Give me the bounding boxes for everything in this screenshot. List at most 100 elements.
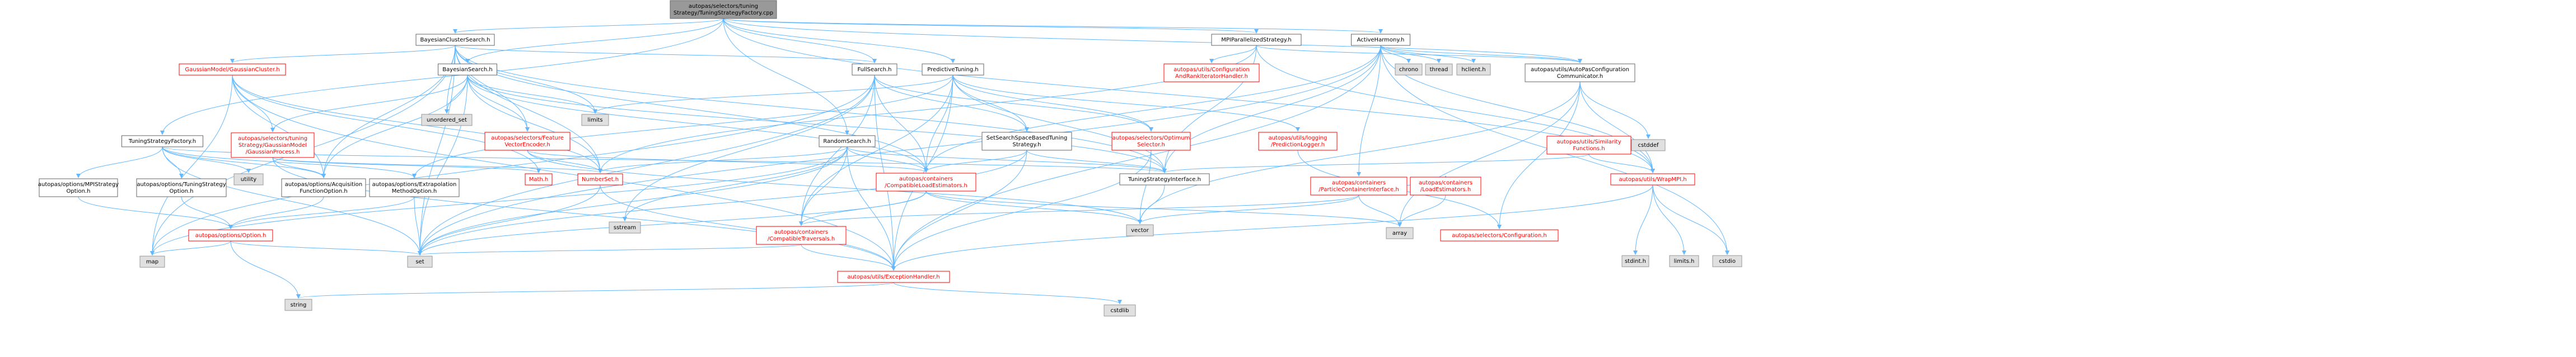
node-label-extrapolationOption: MethodOption.h bbox=[392, 188, 437, 194]
node-string[interactable]: string bbox=[284, 299, 312, 311]
node-label-mpiStrategyOption: Option.h bbox=[67, 188, 91, 194]
edge-gaussianCluster-to-gaussianProcess bbox=[232, 75, 275, 132]
node-configurationH[interactable]: autopas/selectors/Configuration.h bbox=[1440, 229, 1559, 242]
node-sstream[interactable]: sstream bbox=[609, 221, 641, 234]
node-box-particleContainerInterface bbox=[1310, 177, 1408, 196]
node-set[interactable]: set bbox=[407, 256, 433, 268]
node-chrono[interactable]: chrono bbox=[1395, 63, 1423, 76]
node-utility[interactable]: utility bbox=[233, 173, 264, 186]
node-predictionLogger[interactable]: autopas/utils/logging/PredictionLogger.h bbox=[1258, 132, 1338, 151]
edge-predictiveTuning-to-predictionLogger bbox=[952, 75, 1300, 132]
node-optionH[interactable]: autopas/options/Option.h bbox=[188, 229, 273, 242]
node-mpiParallelized[interactable]: MPIParallelizedStrategy.h bbox=[1211, 34, 1302, 46]
node-activeHarmony[interactable]: ActiveHarmony.h bbox=[1351, 34, 1410, 46]
edge-randomSearch-to-sstream bbox=[623, 146, 848, 221]
node-vector[interactable]: vector bbox=[1126, 224, 1154, 237]
edge-randomSearch-to-tsInterface bbox=[847, 146, 1167, 173]
node-extrapolationOption[interactable]: autopas/options/ExtrapolationMethodOptio… bbox=[369, 178, 460, 197]
node-box-set bbox=[407, 256, 433, 268]
edge-activeHarmony-to-chrono bbox=[1380, 45, 1411, 63]
node-loadEstimators[interactable]: autopas/containers/LoadEstimators.h bbox=[1410, 177, 1481, 196]
edge-bayesianCluster-to-limits bbox=[455, 45, 597, 114]
node-box-configAndRank bbox=[1163, 63, 1260, 82]
edge-compatibleLoadEstimators-to-vector bbox=[925, 191, 1142, 224]
node-particleContainerInterface[interactable]: autopas/containers/ParticleContainerInte… bbox=[1310, 177, 1408, 196]
node-bayesianCluster[interactable]: BayesianClusterSearch.h bbox=[415, 34, 495, 46]
node-thread[interactable]: thread bbox=[1425, 63, 1453, 76]
node-configAndRank[interactable]: autopas/utils/ConfigurationAndRankIterat… bbox=[1163, 63, 1260, 82]
edge-fullSearch-to-sstream bbox=[623, 75, 875, 221]
edge-randomSearch-to-exceptionHandler bbox=[847, 146, 896, 271]
edge-tuningStrategyOption-to-optionH bbox=[181, 196, 233, 229]
node-limitsH[interactable]: limits.h bbox=[1669, 255, 1699, 267]
node-compatibleTraversals[interactable]: autopas/containers/CompatibleTraversals.… bbox=[756, 226, 847, 245]
edge-bayesianSearch-to-acquisitionOption bbox=[321, 75, 468, 178]
node-label-gaussianCluster: GaussianModel/GaussianCluster.h bbox=[185, 67, 279, 73]
node-autoPasConfigComm[interactable]: autopas/utils/AutoPasConfigurationCommun… bbox=[1525, 63, 1635, 82]
edge-root-to-randomSearch bbox=[723, 18, 849, 135]
node-compatibleLoadEstimators[interactable]: autopas/containers/CompatibleLoadEstimat… bbox=[876, 173, 976, 192]
node-acquisitionOption[interactable]: autopas/options/AcquisitionFunctionOptio… bbox=[281, 178, 366, 197]
node-cstddef[interactable]: cstddef bbox=[1631, 139, 1666, 151]
edge-activeHarmony-to-particleContainerInterface bbox=[1357, 45, 1381, 177]
node-label-setSearchSpace: Strategy.h bbox=[1013, 142, 1041, 148]
node-label-chrono: chrono bbox=[1399, 67, 1418, 73]
edge-tsFactory-to-extrapolationOption bbox=[162, 146, 417, 178]
node-box-thread bbox=[1425, 63, 1453, 76]
node-mathH[interactable]: Math.h bbox=[525, 173, 553, 186]
node-tsFactory[interactable]: TuningStrategyFactory.h bbox=[121, 135, 203, 147]
node-randomSearch[interactable]: RandomSearch.h bbox=[819, 135, 876, 147]
node-cstdio[interactable]: cstdio bbox=[1712, 255, 1742, 267]
node-exceptionHandler[interactable]: autopas/utils/ExceptionHandler.h bbox=[837, 271, 950, 283]
edge-similarityFunctions-to-wrapMPI bbox=[1588, 154, 1655, 173]
edge-predictiveTuning-to-compatibleTraversals bbox=[799, 75, 953, 226]
node-box-optionH bbox=[188, 229, 273, 242]
node-label-configAndRank: autopas/utils/Configuration bbox=[1174, 67, 1250, 73]
edge-fullSearch-to-compatibleLoadEstimators bbox=[874, 75, 928, 173]
node-label-compatibleTraversals: /CompatibleTraversals.h bbox=[768, 236, 835, 242]
node-wrapMPI[interactable]: autopas/utils/WrapMPI.h bbox=[1610, 173, 1695, 186]
node-gaussianProcess[interactable]: autopas/selectors/tuningStrategy/Gaussia… bbox=[231, 132, 315, 158]
edge-featureVectorEncoder-to-compatibleLoadEstimators bbox=[527, 150, 928, 173]
node-gaussianCluster[interactable]: GaussianModel/GaussianCluster.h bbox=[179, 63, 286, 76]
edge-gaussianCluster-to-numberSet bbox=[232, 75, 602, 173]
node-numberSet[interactable]: NumberSet.h bbox=[577, 173, 623, 186]
node-predictiveTuning[interactable]: PredictiveTuning.h bbox=[922, 63, 984, 76]
node-box-cstdio bbox=[1712, 255, 1742, 267]
dependency-nodes: autopas/selectors/tuningStrategy/TuningS… bbox=[38, 0, 1742, 317]
edge-bayesianCluster-to-featureVectorEncoder bbox=[455, 45, 530, 132]
node-box-root bbox=[670, 0, 777, 19]
edge-autoPasConfigComm-to-array bbox=[1397, 81, 1581, 227]
node-root[interactable]: autopas/selectors/tuningStrategy/TuningS… bbox=[670, 0, 777, 19]
edge-activeHarmony-to-thread bbox=[1380, 45, 1441, 63]
node-box-predictiveTuning bbox=[922, 63, 984, 76]
node-limits[interactable]: limits bbox=[581, 114, 609, 126]
node-tsInterface[interactable]: TuningStrategyInterface.h bbox=[1119, 173, 1210, 186]
edge-tsFactory-to-utility bbox=[162, 146, 251, 173]
node-hclient[interactable]: hclient.h bbox=[1456, 63, 1491, 76]
node-box-vector bbox=[1126, 224, 1154, 237]
node-unorderedSet[interactable]: unordered_set bbox=[421, 114, 473, 126]
node-fullSearch[interactable]: FullSearch.h bbox=[852, 63, 897, 76]
edge-compatibleLoadEstimators-to-set bbox=[418, 191, 927, 256]
edge-bayesianSearch-to-featureVectorEncoder bbox=[467, 75, 530, 132]
node-label-optimumSelector: autopas/selectors/Optimum bbox=[1112, 135, 1190, 141]
edge-activeHarmony-to-set bbox=[418, 45, 1381, 256]
node-stdint[interactable]: stdint.h bbox=[1621, 255, 1649, 267]
node-cstdlib[interactable]: cstdlib bbox=[1104, 304, 1136, 317]
node-map[interactable]: map bbox=[139, 256, 165, 268]
node-box-compatibleTraversals bbox=[756, 226, 847, 245]
node-box-chrono bbox=[1395, 63, 1423, 76]
edge-compatibleTraversals-to-exceptionHandler bbox=[801, 244, 896, 271]
node-bayesianSearch[interactable]: BayesianSearch.h bbox=[438, 63, 497, 76]
node-label-utility: utility bbox=[241, 177, 257, 183]
node-array[interactable]: array bbox=[1386, 227, 1414, 239]
edge-bayesianSearch-to-compatibleLoadEstimators bbox=[467, 75, 928, 173]
